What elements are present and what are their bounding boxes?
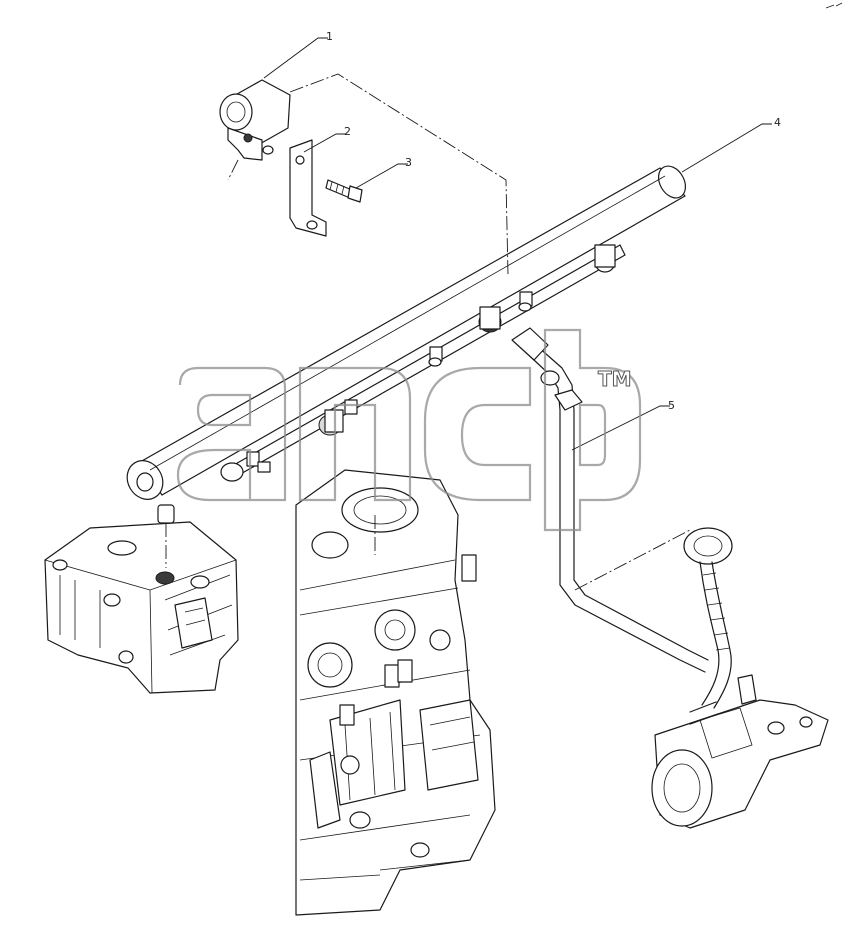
mounting-bracket — [289, 139, 327, 237]
callout-leader-3 — [355, 163, 408, 189]
engine-block — [295, 469, 496, 916]
callout-leader-1 — [263, 37, 328, 79]
heater-unit — [651, 527, 829, 829]
assembly-line-clamp — [227, 159, 239, 181]
callout-leader-5 — [571, 405, 670, 451]
callout-label-2: 2 — [344, 125, 351, 138]
assembly-line-bracket — [289, 73, 509, 276]
callout-label-1: 1 — [326, 30, 333, 43]
callout-label-5: 5 — [668, 399, 675, 412]
callout-leader-2 — [303, 133, 346, 153]
fuel-return-line — [511, 327, 709, 673]
corner-mark — [825, 2, 843, 9]
fuel-rail — [126, 165, 687, 500]
callout-label-3: 3 — [405, 156, 412, 169]
watermark-logo: TM — [176, 328, 642, 532]
callout-label-4: 4 — [774, 116, 781, 129]
trademark-symbol: TM — [598, 367, 632, 391]
bolt — [325, 179, 363, 203]
callout-leader-4 — [681, 123, 772, 173]
pressure-sensor-clamp — [219, 79, 291, 161]
assembly-line-heater — [574, 529, 691, 591]
cylinder-head — [44, 504, 239, 694]
